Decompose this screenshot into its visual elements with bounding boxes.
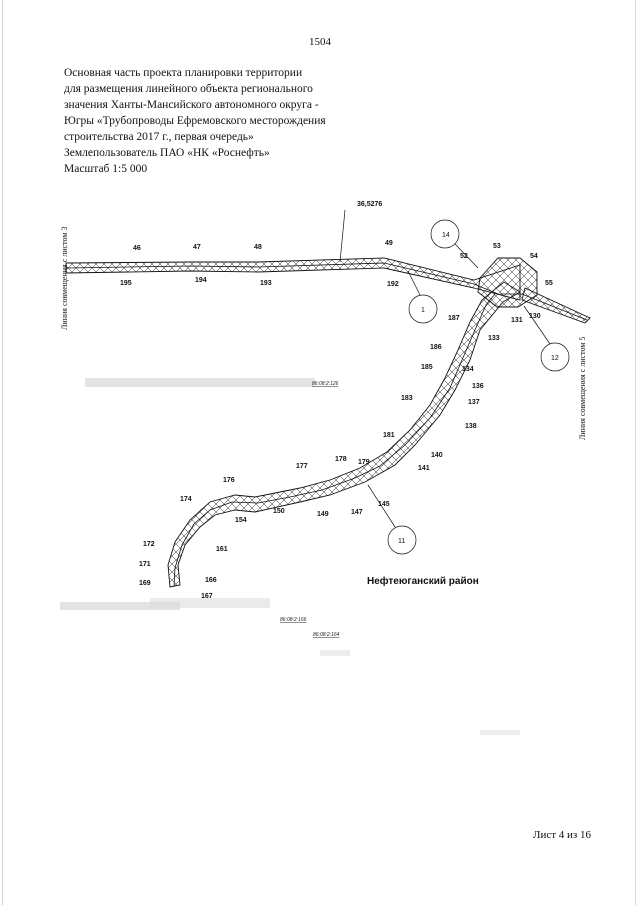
callout-1: 1 bbox=[421, 307, 425, 314]
callout-11: 11 bbox=[398, 538, 405, 545]
point-label: 53 bbox=[493, 243, 501, 250]
point-label: 166 bbox=[205, 577, 217, 584]
point-label: 138 bbox=[465, 423, 477, 430]
point-label: 179 bbox=[358, 459, 370, 466]
point-label: 183 bbox=[401, 395, 413, 402]
callouts bbox=[339, 209, 570, 555]
point-label: 150 bbox=[273, 508, 285, 515]
point-label: 192 bbox=[387, 281, 399, 288]
point-label: 134 bbox=[462, 366, 474, 373]
point-label: 54 bbox=[530, 253, 538, 260]
scale-line: Масштаб 1:5 000 bbox=[64, 163, 148, 175]
point-label: 167 bbox=[201, 593, 213, 600]
point-label: 172 bbox=[143, 541, 155, 548]
cadastral-label: 86:08:2:166 bbox=[280, 617, 307, 623]
point-label: 181 bbox=[383, 432, 395, 439]
point-label: 137 bbox=[468, 399, 480, 406]
point-label: 177 bbox=[296, 463, 308, 470]
faint-area bbox=[60, 378, 520, 735]
point-label: 140 bbox=[431, 452, 443, 459]
callout-12: 12 bbox=[551, 355, 559, 362]
point-label: 131 bbox=[511, 317, 523, 324]
scan-edge-left bbox=[2, 0, 3, 905]
point-label: 154 bbox=[235, 517, 247, 524]
point-label: 130 bbox=[529, 313, 541, 320]
point-label: 178 bbox=[335, 456, 347, 463]
node-polygon bbox=[477, 257, 538, 308]
scan-edge-right bbox=[635, 0, 636, 905]
sheet-number: Лист 4 из 16 bbox=[533, 829, 592, 841]
point-label: 195 bbox=[120, 280, 132, 287]
point-label: 147 bbox=[351, 509, 363, 516]
header-line: Основная часть проекта планировки террит… bbox=[64, 67, 303, 79]
district-label: Нефтеюганский район bbox=[367, 575, 479, 587]
header-line: Югры «Трубопроводы Ефремовского месторож… bbox=[64, 115, 326, 127]
point-label: 133 bbox=[488, 335, 500, 342]
point-label: 194 bbox=[195, 277, 207, 284]
point-label: 48 bbox=[254, 244, 262, 251]
cadastral-label: 86:08:2:126 bbox=[312, 381, 339, 387]
area-label: 36,5276 bbox=[357, 201, 382, 208]
header-line: строительства 2017 г., первая очередь» bbox=[64, 131, 254, 143]
page-number: 1504 bbox=[309, 36, 331, 48]
point-label: 55 bbox=[545, 280, 553, 287]
point-label: 186 bbox=[430, 344, 442, 351]
header-line: для размещения линейного объекта региона… bbox=[64, 83, 313, 95]
point-label: 171 bbox=[139, 561, 151, 568]
point-label: 161 bbox=[216, 546, 228, 553]
header-line: Землепользователь ПАО «НК «Роснефть» bbox=[64, 147, 270, 159]
point-label: 149 bbox=[317, 511, 329, 518]
point-label: 141 bbox=[418, 465, 430, 472]
left-edge-label: Линия совмещения с листом 3 bbox=[60, 227, 69, 330]
point-label: 193 bbox=[260, 280, 272, 287]
point-label: 136 bbox=[472, 383, 484, 390]
point-label: 169 bbox=[139, 580, 151, 587]
callout-14: 14 bbox=[442, 232, 450, 239]
point-label: 46 bbox=[133, 245, 141, 252]
point-label: 49 bbox=[385, 240, 393, 247]
document-header: Основная часть проекта планировки террит… bbox=[64, 65, 384, 177]
point-label: 47 bbox=[193, 244, 201, 251]
point-label: 52 bbox=[460, 253, 468, 260]
point-label: 174 bbox=[180, 496, 192, 503]
point-label: 176 bbox=[223, 477, 235, 484]
point-label: 187 bbox=[448, 315, 460, 322]
point-label: 185 bbox=[421, 364, 433, 371]
right-edge-label: Линия совмещения с листом 5 bbox=[578, 337, 587, 440]
point-label: 145 bbox=[378, 501, 390, 508]
cadastral-label: 86:08:2:164 bbox=[313, 632, 340, 638]
header-line: значения Ханты-Мансийского автономного о… bbox=[64, 99, 319, 111]
point-labels: 46 47 48 49 52 53 54 55 195 194 193 192 … bbox=[120, 240, 553, 600]
pipeline-axis bbox=[65, 262, 588, 587]
